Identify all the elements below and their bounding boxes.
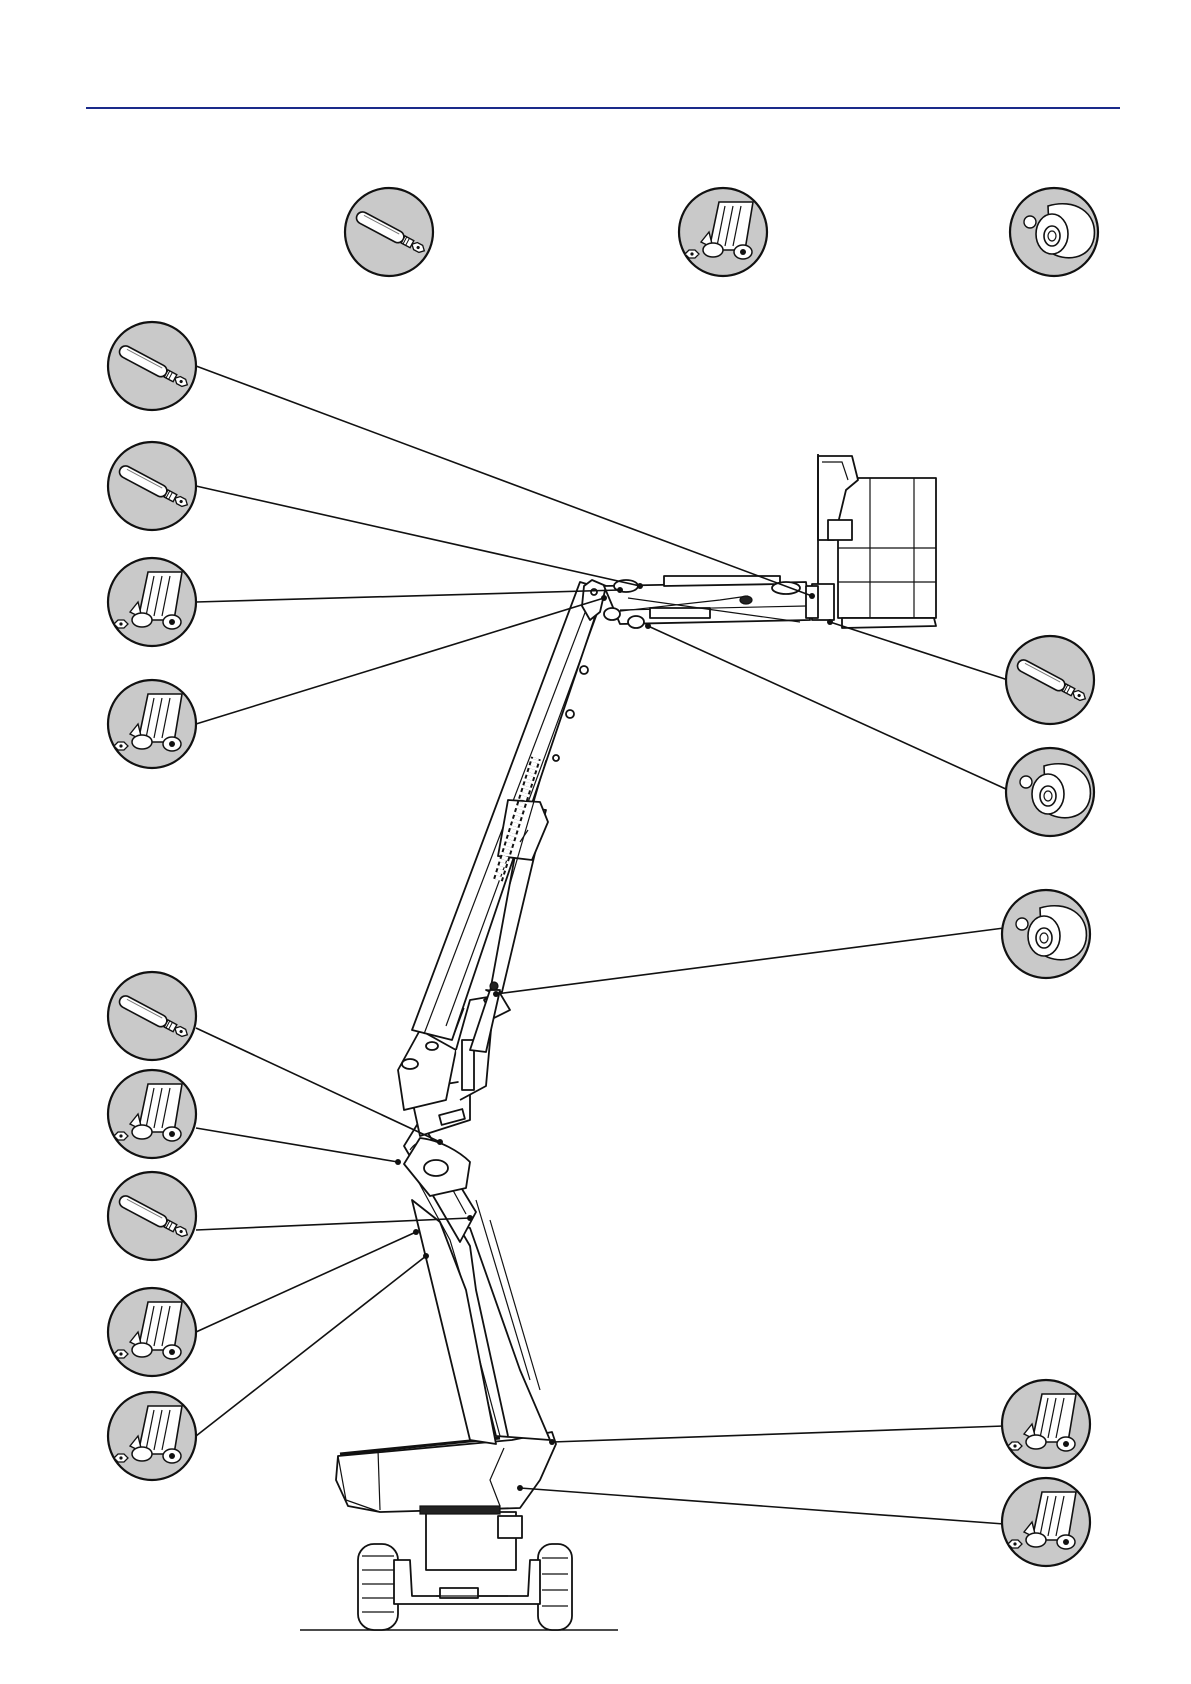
hinge-lubrication-icon xyxy=(108,1288,196,1376)
hinge-lubrication-icon xyxy=(108,680,196,768)
bearing-lubrication-icon xyxy=(1002,890,1090,978)
front-wheel xyxy=(358,1544,398,1630)
platform-basket xyxy=(806,454,936,628)
pin-lubrication-icon xyxy=(1006,636,1094,724)
pin-lubrication-icon xyxy=(345,188,433,276)
pin-lubrication-icon xyxy=(108,442,196,530)
bearing-lubrication-icon xyxy=(1010,188,1098,276)
hinge-lubrication-icon xyxy=(1002,1478,1090,1566)
chassis xyxy=(394,1512,540,1604)
hinge-lubrication-icon xyxy=(108,558,196,646)
hinge-lubrication-icon xyxy=(108,1392,196,1480)
legend xyxy=(345,188,1098,276)
callouts xyxy=(108,322,1094,1566)
pin-lubrication-icon xyxy=(108,1172,196,1260)
pin-lubrication-icon xyxy=(108,322,196,410)
turntable xyxy=(336,1432,556,1514)
hinge-lubrication-icon xyxy=(679,188,767,276)
hinge-lubrication-icon xyxy=(108,1070,196,1158)
bearing-lubrication-icon xyxy=(1006,748,1094,836)
hinge-lubrication-icon xyxy=(1002,1380,1090,1468)
riser-boom xyxy=(412,1160,550,1444)
aerial-work-platform xyxy=(300,454,936,1630)
rear-wheel xyxy=(538,1544,572,1630)
main-boom xyxy=(412,582,600,1040)
pin-lubrication-icon xyxy=(108,972,196,1060)
